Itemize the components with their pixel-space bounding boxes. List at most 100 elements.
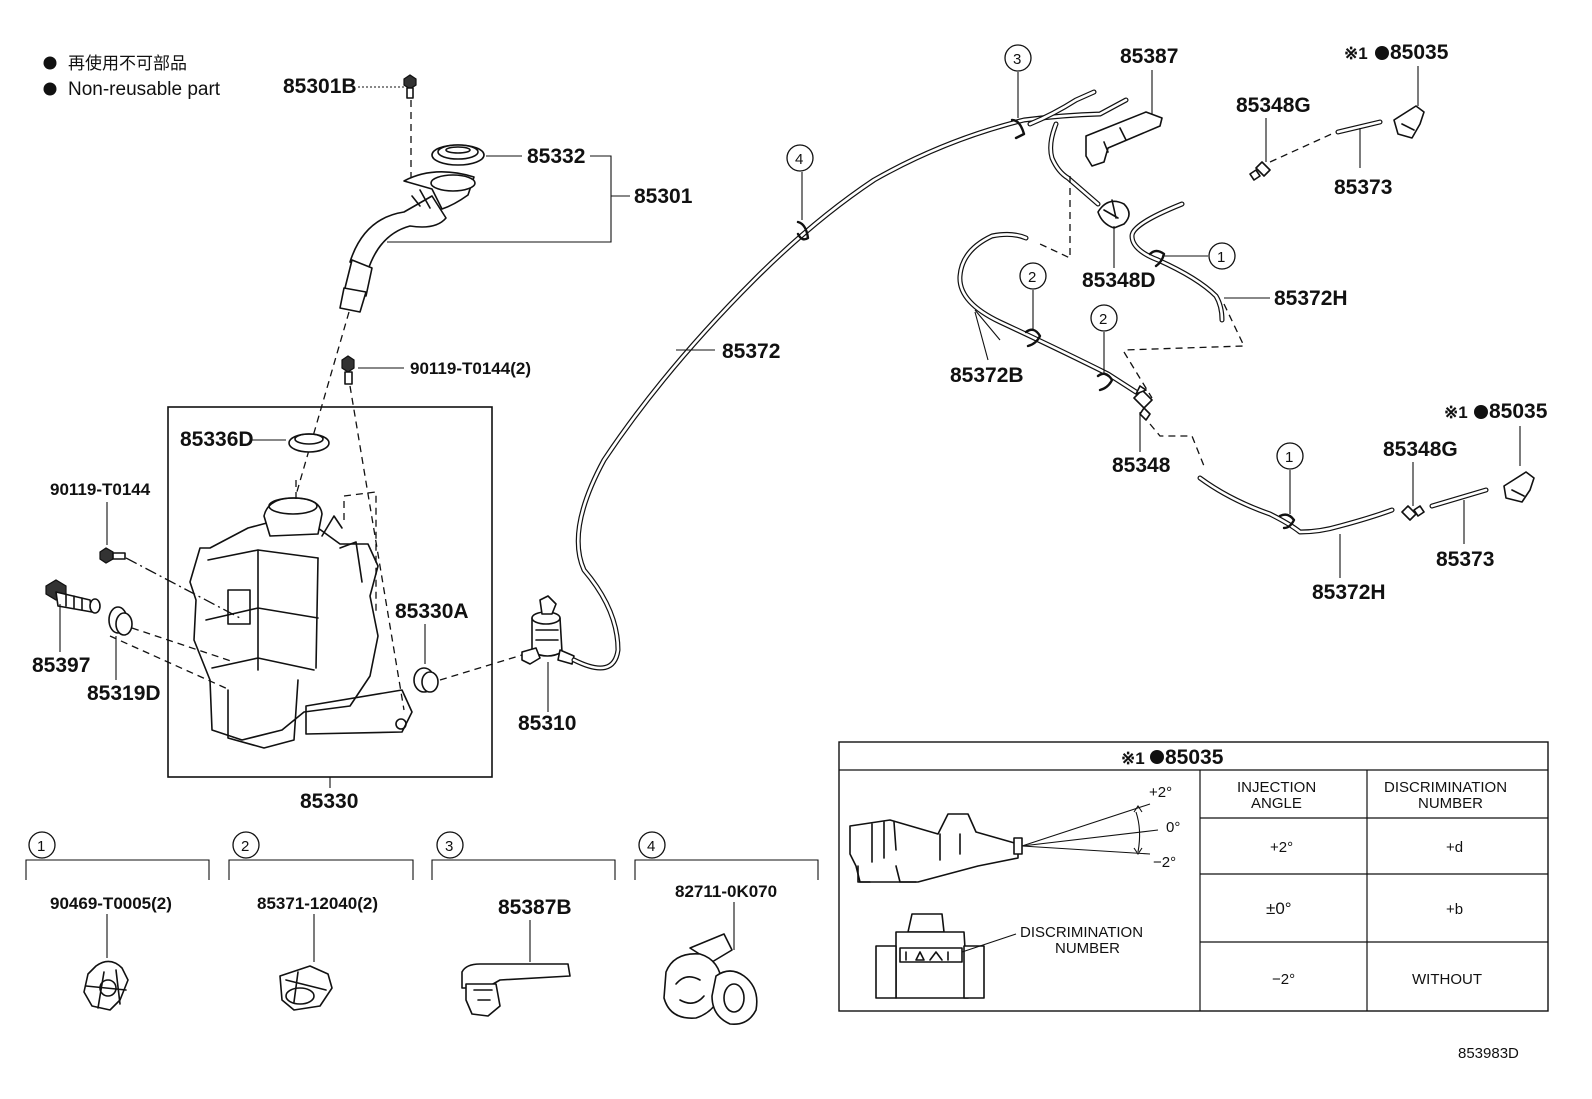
washer-tank-85330-icon <box>189 497 413 749</box>
figure-id: 853983D <box>1458 1045 1519 1062</box>
angle-minus-2: −2° <box>1153 854 1176 871</box>
nozzle-85035-top-icon <box>1393 105 1425 139</box>
label-85372: 85372 <box>722 340 780 363</box>
discrimination-label-1: DISCRIMINATION <box>1020 924 1143 941</box>
nozzle-top-group: 85348G 85373 ※1 85035 1 85372H <box>1123 41 1449 351</box>
label-85319D: 85319D <box>87 682 161 705</box>
label-85348G-top: 85348G <box>1236 94 1311 117</box>
label-85387: 85387 <box>1120 45 1178 68</box>
svg-text:1: 1 <box>37 838 45 855</box>
angle-zero: 0° <box>1166 819 1180 836</box>
callout-2-right-icon <box>1090 304 1118 332</box>
svg-text:1: 1 <box>1217 249 1225 266</box>
callout-1-top-icon <box>1208 242 1236 270</box>
row3-angle: −2° <box>1272 971 1295 988</box>
nozzle-detail-table: ※1 85035 INJECTION ANGLE DISCRIMINATION … <box>838 741 1549 1012</box>
non-reusable-bullet-icon <box>1375 46 1389 60</box>
level-sensor-85397-icon <box>45 579 101 614</box>
joint-85348-icon <box>1133 385 1153 421</box>
clip-legend: 1 90469-T0005(2) 2 85371-12040(2) 3 8538… <box>25 831 819 1026</box>
legend-japanese: 再使用不可部品 <box>68 53 187 73</box>
label-90119-T0144-2: 90119-T0144(2) <box>410 359 531 378</box>
callout-3-icon <box>1004 44 1032 72</box>
clip-callout-1-icon <box>28 831 56 859</box>
label-85373-bottom: 85373 <box>1436 548 1494 571</box>
nozzle-front-view-icon <box>875 913 985 999</box>
hose-85373-top-icon <box>1335 119 1383 135</box>
filler-neck-group: 85301B 85332 85301 <box>283 74 693 496</box>
hose-85373-bottom-icon <box>1429 487 1489 509</box>
non-reusable-bullet-icon <box>1474 405 1488 419</box>
row3-number: WITHOUT <box>1412 971 1482 988</box>
legend: 再使用不可部品 Non-reusable part <box>43 53 221 100</box>
callout-1-bottom-icon <box>1276 442 1304 470</box>
label-85035-mid: 85035 <box>1489 400 1548 423</box>
nozzle-bottom-group: 1 85372H 85348G 85373 ※1 85035 <box>1197 400 1548 604</box>
non-reusable-bullet-icon <box>43 56 57 70</box>
cover-85387-icon <box>1085 111 1163 167</box>
row2-angle: ±0° <box>1266 899 1292 918</box>
clip-82711-icon <box>663 933 758 1026</box>
joint-85348G-top-icon <box>1249 161 1271 181</box>
callout-2-left-icon <box>1019 262 1047 290</box>
bolt-90119-left-icon <box>99 547 126 564</box>
svg-text:3: 3 <box>1013 51 1021 68</box>
header-discrimination-2: NUMBER <box>1418 795 1483 812</box>
label-85301: 85301 <box>634 185 693 208</box>
grommet-85330A-icon <box>413 667 439 693</box>
clip-callout-2-icon <box>232 831 260 859</box>
non-reusable-bullet-icon <box>1150 750 1164 764</box>
svg-text:3: 3 <box>445 838 453 855</box>
angle-plus-2: +2° <box>1149 784 1172 801</box>
cover-85387-group: 85387 <box>1085 45 1178 167</box>
kome-mark-mid: ※1 <box>1444 403 1468 422</box>
nozzle-side-view-icon <box>849 813 1023 883</box>
legend-english: Non-reusable part <box>68 79 221 100</box>
clip-callout-4-icon <box>638 831 666 859</box>
discrimination-label-2: NUMBER <box>1055 940 1120 957</box>
row2-number: +b <box>1446 901 1463 918</box>
label-85330: 85330 <box>300 790 358 813</box>
hose-85372B-group: 2 2 85372B 85348 <box>950 231 1205 477</box>
clip-label-2: 85371-12040(2) <box>257 894 378 913</box>
header-discrimination-1: DISCRIMINATION <box>1384 779 1507 796</box>
table-title-kome: ※1 <box>1121 749 1145 768</box>
table-title-part: 85035 <box>1165 746 1224 769</box>
filler-neck-85301-icon <box>339 171 476 313</box>
washer-tank-group: 90119-T0144(2) 85336D <box>32 355 576 813</box>
svg-text:1: 1 <box>1285 449 1293 466</box>
header-injection-angle-1: INJECTION <box>1237 779 1316 796</box>
grommet-85336D-icon <box>288 433 330 453</box>
joint-85348G-bottom-icon <box>1401 505 1425 521</box>
clip-label-1: 90469-T0005(2) <box>50 894 172 913</box>
label-85373-top: 85373 <box>1334 176 1392 199</box>
row1-angle: +2° <box>1270 839 1293 856</box>
label-85330A: 85330A <box>395 600 469 623</box>
header-injection-angle-2: ANGLE <box>1251 795 1302 812</box>
label-85301B: 85301B <box>283 75 357 98</box>
label-85035-top: 85035 <box>1390 41 1449 64</box>
label-85310: 85310 <box>518 712 576 735</box>
callout-4-icon <box>786 144 814 172</box>
row1-number: +d <box>1446 839 1463 856</box>
non-reusable-bullet-icon <box>43 82 57 96</box>
nozzle-85035-bottom-icon <box>1503 471 1535 503</box>
svg-text:2: 2 <box>241 838 249 855</box>
label-85372B: 85372B <box>950 364 1024 387</box>
kome-mark-top: ※1 <box>1344 44 1368 63</box>
label-85372H-bottom: 85372H <box>1312 581 1386 604</box>
clip-label-4: 82711-0K070 <box>675 882 777 901</box>
cap-85332-icon <box>431 144 485 166</box>
hose-85372-group: 85372 4 3 <box>571 44 1129 671</box>
clip-85371-icon <box>279 965 333 1011</box>
bolt-90119-icon <box>341 355 355 385</box>
label-85348D: 85348D <box>1082 269 1156 292</box>
label-85397: 85397 <box>32 654 90 677</box>
svg-text:2: 2 <box>1028 269 1036 286</box>
label-85372H-top: 85372H <box>1274 287 1348 310</box>
joint-85348D-icon <box>1097 199 1130 229</box>
grommet-85319D-icon <box>108 606 133 636</box>
clip-label-3: 85387B <box>498 896 572 919</box>
label-85348: 85348 <box>1112 454 1171 477</box>
